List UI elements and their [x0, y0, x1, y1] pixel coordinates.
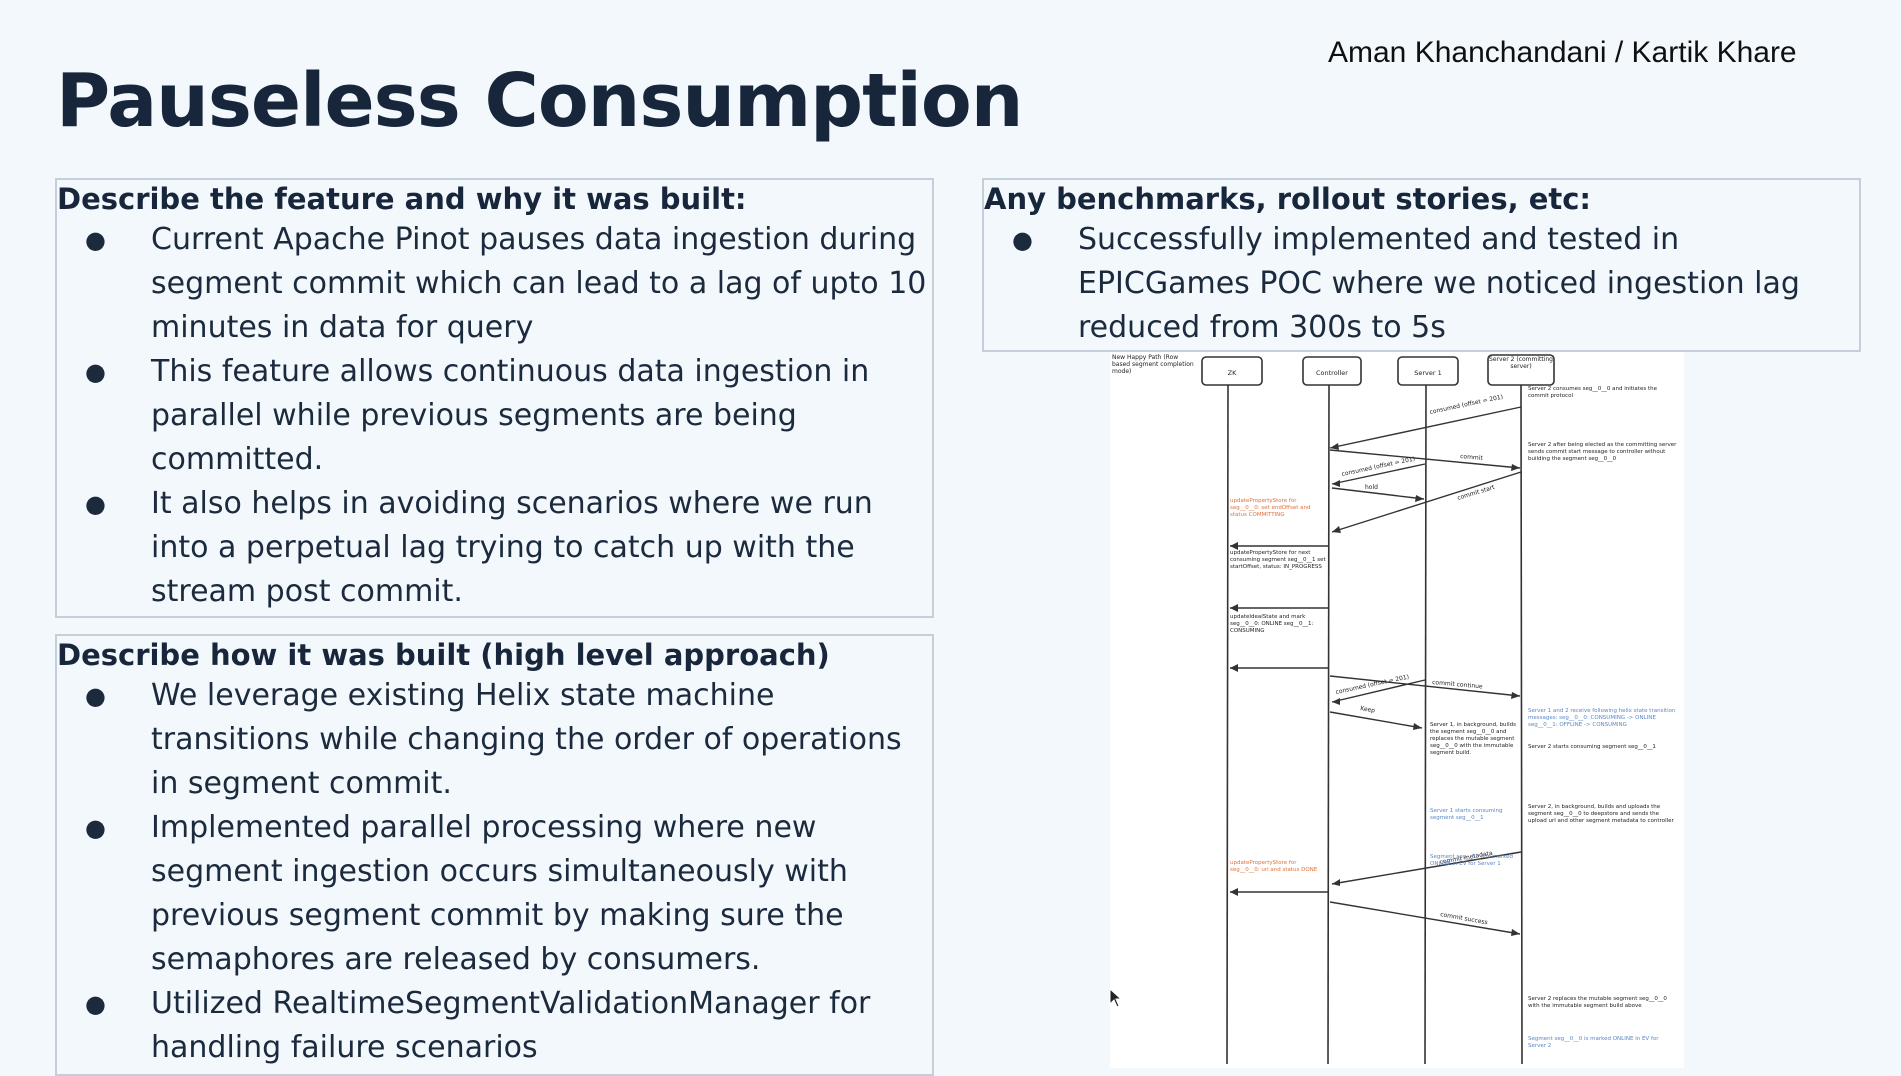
- bullet-text: This feature allows continuous data inge…: [151, 353, 870, 477]
- diagram-corner-note: New Happy Path (Row based segment comple…: [1112, 354, 1194, 375]
- arrowhead: [1332, 879, 1340, 886]
- diagram-note: Server 1, in background, builds the segm…: [1430, 722, 1516, 756]
- diagram-note: Server 2 starts consuming segment seg__0…: [1528, 744, 1656, 750]
- participant-label: Server 1: [1414, 369, 1442, 377]
- message-arrow: [1331, 463, 1426, 485]
- message-arrow: [1331, 471, 1522, 533]
- message-arrow: [1329, 711, 1423, 729]
- message-label: commit continue: [1432, 679, 1483, 690]
- arrowhead: [1230, 604, 1238, 612]
- arrowhead: [1330, 443, 1339, 450]
- arrowhead: [1511, 929, 1520, 936]
- mouse-cursor-icon: [1109, 988, 1123, 1008]
- diagram-note: Server 2, in background, builds and uplo…: [1528, 804, 1674, 824]
- benchmarks-heading: Any benchmarks, rollout stories, etc:: [984, 182, 1592, 216]
- diagram-note: Server 2 after being elected as the comm…: [1528, 442, 1677, 462]
- lifeline-controller: [1327, 384, 1330, 1065]
- bullet-text: Utilized RealtimeSegmentValidationManage…: [151, 985, 871, 1065]
- arrowhead: [1511, 692, 1520, 699]
- feature-bullet-list: ● Current Apache Pinot pauses data ingest…: [57, 218, 932, 614]
- diagram-note: Server 2 consumes seg__0__0 and initiate…: [1528, 386, 1657, 399]
- bullet-item: ● Utilized RealtimeSegmentValidationManag…: [57, 982, 932, 1070]
- diagram-note-orange: updatePropertyStore for seg__0__0: set e…: [1230, 498, 1311, 518]
- approach-heading: Describe how it was built (high level ap…: [57, 638, 830, 672]
- arrowhead: [1332, 526, 1341, 533]
- message-arrow: [1329, 675, 1521, 697]
- feature-heading: Describe the feature and why it was buil…: [57, 182, 747, 216]
- approach-bullet-list: ● We leverage existing Helix state machin…: [57, 674, 932, 1070]
- bullet-text: Implemented parallel processing where ne…: [151, 809, 848, 977]
- message-arrow: [1331, 487, 1425, 500]
- bullet-dot-icon: ●: [85, 225, 106, 254]
- lifeline-zk: [1226, 384, 1229, 1065]
- diagram-note-blue: Segment seg__0__0 is marked ONLINE in EV…: [1528, 1036, 1659, 1049]
- bullet-dot-icon: ●: [85, 357, 106, 386]
- bullet-item: ● Current Apache Pinot pauses data ingest…: [57, 218, 932, 350]
- arrowhead: [1230, 542, 1238, 550]
- participant-box-controller: [1302, 356, 1362, 386]
- bullet-dot-icon: ●: [85, 813, 106, 842]
- diagram-note: updatePropertyStore for next consuming s…: [1230, 550, 1326, 570]
- bullet-item: ● Implemented parallel processing where n…: [57, 806, 932, 982]
- bullet-text: It also helps in avoiding scenarios wher…: [151, 485, 873, 609]
- feature-section: Describe the feature and why it was buil…: [55, 178, 934, 618]
- participant-box-server1: [1397, 356, 1459, 386]
- bullet-item: ● We leverage existing Helix state machin…: [57, 674, 932, 806]
- participant-label: ZK: [1228, 369, 1237, 377]
- message-arrow: [1329, 449, 1521, 469]
- bullet-dot-icon: ●: [85, 681, 106, 710]
- lifeline-server2: [1520, 384, 1523, 1065]
- bullet-dot-icon: ●: [85, 989, 106, 1018]
- lifeline-server1: [1424, 384, 1427, 1065]
- message-arrow: [1329, 406, 1522, 449]
- participant-label: Controller: [1316, 369, 1348, 377]
- bullet-dot-icon: ●: [85, 489, 106, 518]
- arrowhead: [1230, 664, 1238, 672]
- arrowhead: [1332, 698, 1340, 705]
- bullet-item: ● It also helps in avoiding scenarios whe…: [57, 482, 932, 614]
- arrowhead: [1415, 495, 1424, 502]
- author-names: Aman Khanchandani / Kartik Khare: [1328, 36, 1797, 69]
- message-arrow: [1329, 901, 1521, 935]
- diagram-note-blue: Segment seg__0__0 is marked ONLINE in EV…: [1430, 854, 1513, 867]
- diagram-note-blue: Server 1 starts consuming segment seg__0…: [1430, 808, 1503, 821]
- sequence-diagram: ZK Controller Server 1 Server 2 (committ…: [1110, 352, 1684, 1068]
- arrowhead: [1230, 888, 1238, 896]
- bullet-dot-icon: ●: [1012, 225, 1033, 254]
- arrowhead: [1511, 464, 1520, 471]
- bullet-text: We leverage existing Helix state machine…: [151, 677, 902, 801]
- approach-section: Describe how it was built (high level ap…: [55, 634, 934, 1076]
- diagram-note: Server 2 replaces the mutable segment se…: [1528, 996, 1667, 1009]
- slide-title: Pauseless Consumption: [56, 58, 1023, 144]
- bullet-item: ● Successfully implemented and tested in …: [984, 218, 1859, 350]
- message-label: Keep: [1360, 705, 1376, 715]
- participant-label: Server 2 (committing server): [1489, 356, 1553, 370]
- benchmarks-section: Any benchmarks, rollout stories, etc: ● S…: [982, 178, 1861, 352]
- arrowhead: [1413, 723, 1422, 730]
- bullet-item: ● This feature allows continuous data ing…: [57, 350, 932, 482]
- bullet-text: Successfully implemented and tested in E…: [1078, 221, 1800, 345]
- diagram-note-blue: Server 1 and 2 receive following helix s…: [1528, 708, 1676, 728]
- benchmarks-bullet-list: ● Successfully implemented and tested in …: [984, 218, 1859, 350]
- participant-box-zk: [1201, 356, 1263, 386]
- arrowhead: [1332, 480, 1340, 487]
- bullet-text: Current Apache Pinot pauses data ingesti…: [151, 221, 927, 345]
- message-label: hold: [1365, 484, 1378, 491]
- message-label: commit: [1460, 453, 1484, 462]
- diagram-note: updateIdealState and mark seg__0__0: ONL…: [1230, 614, 1314, 634]
- diagram-note-orange: updatePropertyStore for seg__0__0: url a…: [1230, 860, 1318, 873]
- message-arrow: [1331, 851, 1522, 885]
- message-arrow: [1331, 679, 1426, 703]
